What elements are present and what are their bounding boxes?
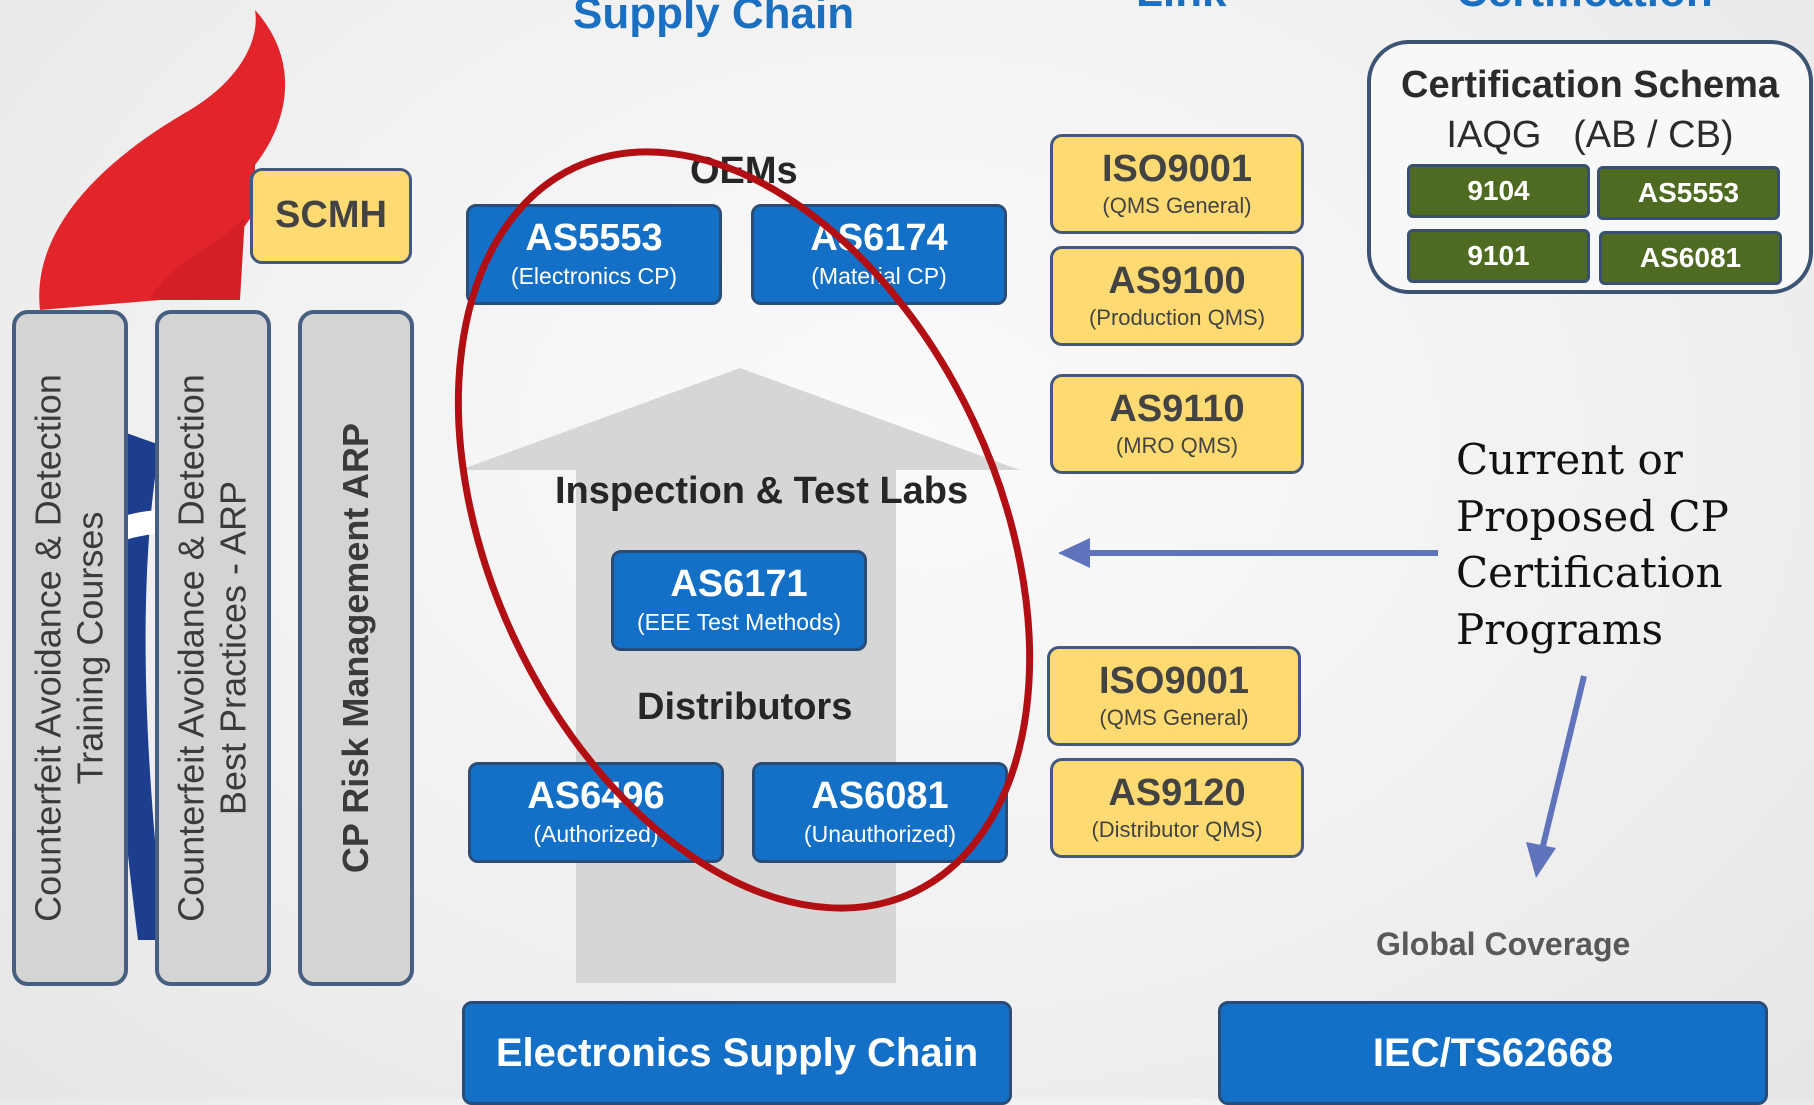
- iec-ts62668-label: IEC/TS62668: [1372, 1031, 1614, 1075]
- certification-schema-title: Certification Schema: [1401, 64, 1779, 106]
- as6496-distributor-box: AS6496 (Authorized): [468, 762, 724, 863]
- distributors-label: Distributors: [637, 686, 853, 728]
- callout-arrowhead-down: [1526, 842, 1556, 878]
- callout-arrow-line-down: [1539, 675, 1587, 851]
- iec-ts62668-box: IEC/TS62668: [1218, 1001, 1768, 1105]
- as9110-subtitle: (MRO QMS): [1115, 432, 1239, 458]
- supply-chain-up-arrow: [460, 368, 1020, 983]
- scmh-box: SCMH: [250, 168, 412, 264]
- risk-management-line1: CP Risk Management ARP: [334, 422, 376, 874]
- up-arrow-shape: [460, 368, 1020, 983]
- training-courses-bar: Counterfeit Avoidance & Detection Traini…: [12, 310, 128, 986]
- schema-item-as5553: AS5553: [1597, 166, 1780, 220]
- schema-item-9104: 9104: [1407, 164, 1590, 218]
- as9120-title: AS9120: [1108, 771, 1246, 814]
- as6174-subtitle: (Material CP): [811, 263, 947, 290]
- as9120-link-box: AS9120 (Distributor QMS): [1050, 758, 1304, 858]
- callout-line-3: Certification: [1456, 548, 1723, 598]
- risk-management-arp-text: CP Risk Management ARP: [335, 423, 377, 873]
- as6081-distributor-box: AS6081 (Unauthorized): [752, 762, 1008, 863]
- callout-line-1: Current or: [1456, 435, 1683, 484]
- risk-management-arp-bar: CP Risk Management ARP: [298, 310, 414, 986]
- as9120-subtitle: (Distributor QMS): [1091, 816, 1263, 842]
- callout-arrowhead-left: [1058, 538, 1090, 568]
- iso9001-link-box-top: ISO9001 (QMS General): [1050, 134, 1304, 234]
- as6174-title: AS6174: [810, 217, 948, 260]
- as9110-link-box: AS9110 (MRO QMS): [1050, 374, 1304, 474]
- as6081-subtitle: (Unauthorized): [803, 821, 957, 848]
- certification-schema-subtitle: IAQG (AB / CB): [1446, 114, 1734, 156]
- as6171-title: AS6171: [670, 563, 808, 606]
- electronics-supply-chain-box: Electronics Supply Chain: [462, 1001, 1012, 1105]
- best-practices-line1: Counterfeit Avoidance & Detection: [170, 374, 212, 922]
- callout-line-2: Proposed CP: [1456, 491, 1729, 541]
- as9110-title: AS9110: [1109, 387, 1245, 430]
- iso9001-bottom-title: ISO9001: [1099, 659, 1249, 702]
- best-practices-arp-text: Counterfeit Avoidance & Detection Best P…: [171, 374, 256, 922]
- scmh-label: SCMH: [275, 194, 387, 237]
- iso9001-top-title: ISO9001: [1102, 147, 1252, 190]
- as9100-subtitle: (Production QMS): [1088, 304, 1266, 330]
- training-courses-text: Counterfeit Avoidance & Detection Traini…: [28, 374, 113, 922]
- red-flame-shape: [39, 10, 286, 310]
- oems-label: OEMs: [690, 150, 798, 192]
- certification-heading: Certification: [1456, 0, 1713, 14]
- inspection-test-labs-label: Inspection & Test Labs: [555, 470, 969, 512]
- cp-certification-callout: Current or Proposed CP Certification Pro…: [1456, 432, 1729, 659]
- schema-item-9101: 9101: [1407, 229, 1590, 283]
- best-practices-line2: Best Practices - ARP: [213, 480, 254, 816]
- as5553-subtitle: (Electronics CP): [510, 263, 678, 290]
- training-courses-line1: Counterfeit Avoidance & Detection: [27, 374, 69, 922]
- training-courses-line2: Training Courses: [70, 511, 111, 785]
- as6171-lab-box: AS6171 (EEE Test Methods): [611, 550, 867, 651]
- link-heading: Link: [1136, 0, 1226, 14]
- as9100-link-box: AS9100 (Production QMS): [1050, 246, 1304, 346]
- as5553-oem-box: AS5553 (Electronics CP): [466, 204, 722, 305]
- as6496-subtitle: (Authorized): [533, 821, 659, 848]
- callout-line-4: Programs: [1456, 605, 1664, 655]
- iso9001-bottom-subtitle: (QMS General): [1099, 704, 1249, 730]
- as6496-title: AS6496: [527, 775, 665, 818]
- electronics-supply-chain-label: Electronics Supply Chain: [495, 1031, 979, 1075]
- global-coverage-label: Global Coverage: [1376, 926, 1631, 962]
- as6171-subtitle: (EEE Test Methods): [636, 609, 842, 636]
- iso9001-top-subtitle: (QMS General): [1102, 192, 1252, 218]
- as6081-title: AS6081: [811, 775, 949, 818]
- red-flame-inner: [150, 215, 245, 300]
- as9100-title: AS9100: [1108, 259, 1246, 302]
- as5553-title: AS5553: [525, 217, 663, 260]
- iso9001-link-box-bottom: ISO9001 (QMS General): [1047, 646, 1301, 746]
- schema-item-as6081: AS6081: [1599, 231, 1782, 285]
- as6174-oem-box: AS6174 (Material CP): [751, 204, 1007, 305]
- best-practices-arp-bar: Counterfeit Avoidance & Detection Best P…: [155, 310, 271, 986]
- supply-chain-heading: Supply Chain: [573, 0, 855, 38]
